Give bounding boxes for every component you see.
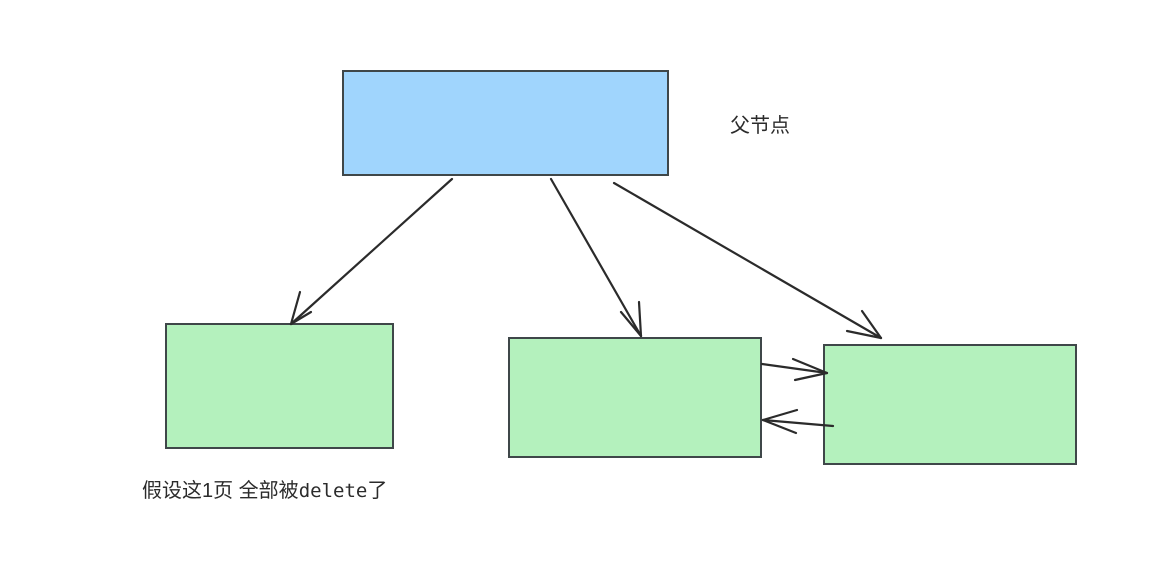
arrow-parent-to-right-child: [612, 181, 883, 340]
caption-keyword: delete: [298, 480, 368, 502]
caption-suffix: 了: [367, 480, 388, 502]
caption-note: 假设这1页 全部被delete了: [142, 481, 387, 501]
child-node-box-right[interactable]: [823, 344, 1077, 465]
arrow-middle-to-right-child: [760, 357, 829, 382]
child-node-box-left[interactable]: [165, 323, 394, 449]
arrow-parent-to-middle-child: [549, 177, 643, 338]
parent-node-label: 父节点: [730, 115, 790, 137]
arrow-parent-to-left-child: [289, 177, 454, 326]
parent-node-box[interactable]: [342, 70, 669, 176]
child-node-box-middle[interactable]: [508, 337, 762, 458]
caption-prefix: 假设这1页 全部被: [142, 480, 299, 502]
